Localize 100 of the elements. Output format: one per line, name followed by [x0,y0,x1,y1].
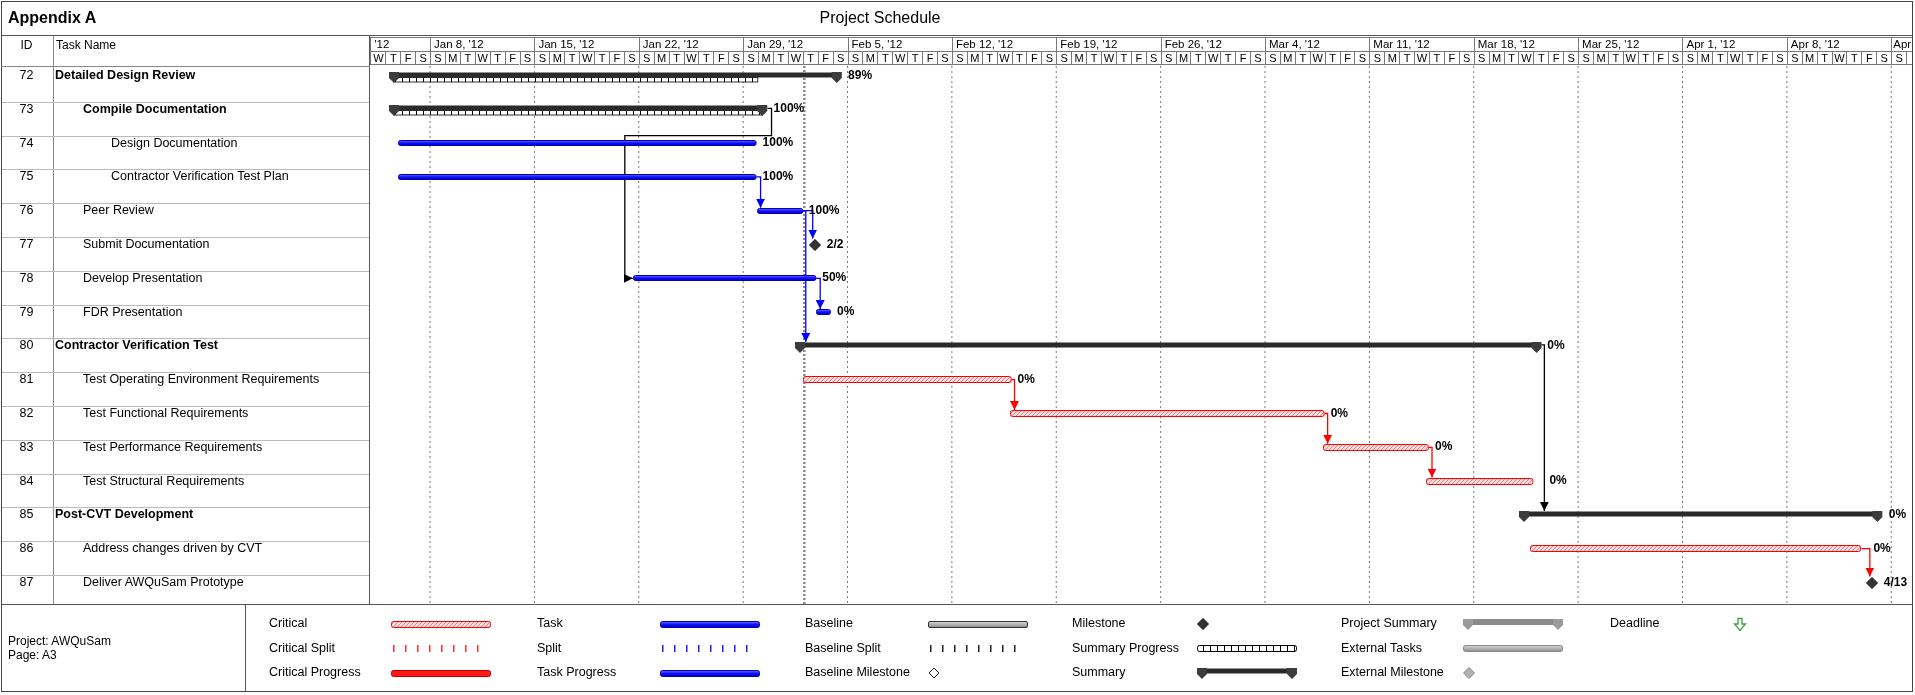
legend-label: Milestone [1072,616,1126,631]
percent-complete-label: 0% [1888,506,1907,521]
day-label: T [877,51,893,65]
day-label: T [385,51,401,65]
day-label: W [892,51,908,65]
legend-label: Baseline Milestone [805,665,910,680]
day-label: W [370,51,386,65]
task-name: Test Performance Requirements [83,439,263,455]
task-id: 77 [18,237,35,252]
day-label: S [415,51,431,65]
day-label: F [1548,51,1564,65]
day-label: W [579,51,595,65]
day-label: F [1861,51,1877,65]
day-label: S [430,51,445,65]
day-label: T [564,51,580,65]
day-label: W [1205,51,1221,65]
page-label: Page: A3 [8,648,57,662]
dependency-arrow [1427,446,1437,479]
legend-label: External Tasks [1341,640,1423,656]
task-name: Design Documentation [111,135,238,151]
task-name: Peer Review [83,203,154,219]
task-name: Address changes driven by CVT [83,541,263,557]
task-name: Contractor Verification Test [55,338,218,354]
task-name: Post-CVT Development [55,507,194,523]
dependency-arrow [1860,548,1875,578]
day-label: S [1682,51,1698,65]
task-name: Contractor Verification Test Plan [111,169,289,185]
date-label: 4/13 [1883,574,1908,589]
task-name: Compile Documentation [83,101,227,117]
summary-bar [1519,510,1883,523]
day-label: T [1846,51,1862,65]
day-label: T [1712,51,1728,65]
task-name: Submit Documentation [83,237,210,252]
percent-complete-label: 0% [1547,337,1565,352]
dependency-arrow [755,176,766,209]
day-label: M [1593,51,1608,65]
task-bar [756,207,803,214]
dependency-arrow [1323,412,1333,445]
day-label: S [1578,51,1593,65]
day-label: F [922,51,937,65]
percent-complete-label: 100% [762,168,794,183]
critical-task-bar [1426,477,1534,485]
date-label: 2/2 [826,236,844,251]
legend-label: Critical [269,616,308,631]
day-label: S [519,51,535,65]
day-label: S [1876,51,1892,65]
legend-label: Summary Progress [1072,640,1179,656]
task-name: Test Functional Requirements [83,406,249,421]
dependency-arrow [1539,344,1549,512]
day-label: T [594,51,609,65]
legend-label: Task [537,616,563,631]
task-bar [397,140,757,147]
day-label: W [1518,51,1534,65]
day-label: S [1056,51,1072,65]
day-label: M [1697,51,1713,65]
percent-complete-label: 0% [1330,405,1348,420]
task-bar [397,173,757,180]
task-id: 76 [18,203,35,219]
critical-task-bar [1010,410,1325,417]
legend-label: External Milestone [1341,665,1444,680]
task-id: 85 [18,507,35,523]
day-label: T [698,51,714,65]
legend-label: Baseline [805,616,853,631]
day-label: T [1086,51,1101,65]
task-id: 74 [18,135,35,151]
day-label: F [400,51,416,65]
day-label: M [549,51,565,65]
percent-complete-label: 100% [773,101,805,116]
summary-bar [389,105,768,118]
percent-complete-label: 100% [808,202,840,217]
task-name: Develop Presentation [83,270,203,286]
legend-label: Deadline [1610,616,1660,631]
day-label: M [862,51,878,65]
day-label: F [1235,51,1251,65]
task-id: 80 [18,338,35,354]
summary-bar [794,341,1542,354]
task-name: FDR Presentation [83,304,183,320]
appendix-heading: Appendix A [8,9,97,27]
day-label: S [728,51,744,65]
task-id: 79 [18,304,35,320]
percent-complete-label: 89% [848,67,873,82]
day-label: T [1742,51,1757,65]
percent-complete-label: 0% [1017,371,1035,386]
milestone-diamond [808,238,821,251]
dependency-arrow [623,107,773,283]
task-bar [816,309,832,316]
day-label: M [1384,51,1400,65]
day-label: S [1265,51,1280,65]
legend-label: Critical Progress [269,665,361,680]
percent-complete-label: 0% [1549,473,1567,488]
day-label: S [534,51,550,65]
critical-task-bar [1323,443,1429,451]
day-label: T [1533,51,1549,65]
day-label: W [1414,51,1429,65]
day-label: S [1041,51,1057,65]
percent-complete-label: 50% [822,270,847,285]
critical-task-bar [802,376,1012,384]
dependency-arrow [1010,379,1020,411]
day-label: T [907,51,923,65]
day-label: S [1563,51,1579,65]
